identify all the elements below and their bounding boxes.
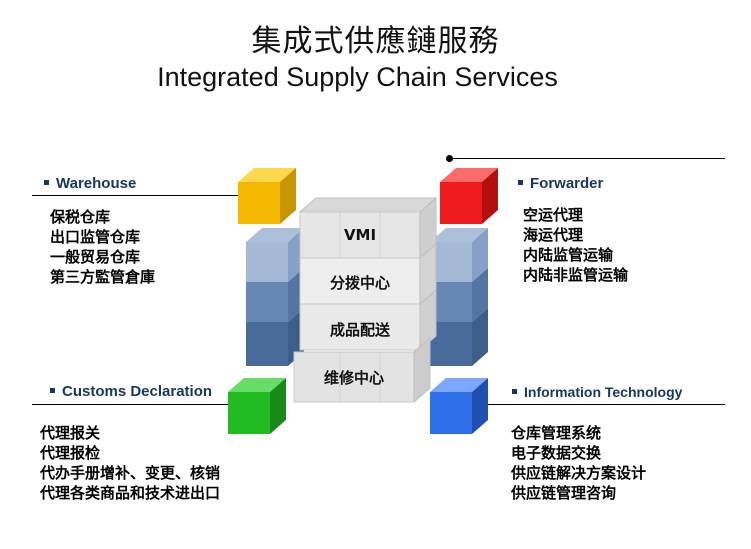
list-item: 仓库管理系统 bbox=[511, 424, 602, 442]
list-item: 出口监管仓库 bbox=[50, 228, 141, 246]
list-item: 代理各类商品和技术进出口 bbox=[40, 484, 221, 502]
forwarder-connector-line bbox=[449, 158, 725, 159]
title-english: Integrated Supply Chain Services bbox=[157, 62, 558, 92]
forwarder-heading: Forwarder bbox=[518, 175, 603, 192]
layer-label-vmi: VMI bbox=[343, 226, 377, 244]
list-item: 代办手册增补、变更、核销 bbox=[40, 464, 221, 482]
bullet-icon bbox=[44, 179, 49, 185]
bullet-icon bbox=[512, 388, 517, 394]
bullet-icon bbox=[50, 387, 55, 393]
list-item: 代理报关 bbox=[40, 424, 101, 442]
warehouse-connector-line bbox=[32, 195, 262, 196]
customs-items: 代理报关 代理报检 代办手册增补、变更、核销 代理各类商品和技术进出口 bbox=[40, 423, 220, 503]
list-item: 保税仓库 bbox=[50, 208, 111, 226]
it-connector-line bbox=[449, 404, 725, 405]
forwarder-cube bbox=[440, 168, 498, 224]
list-item: 一般贸易仓库 bbox=[50, 248, 141, 266]
list-item: 供应链管理咨询 bbox=[511, 484, 617, 502]
list-item: 内陆监管运输 bbox=[523, 246, 614, 264]
list-item: 内陆非监管运输 bbox=[523, 266, 629, 284]
list-item: 供应链解决方案设计 bbox=[511, 464, 647, 482]
list-item: 第三方監管倉庫 bbox=[50, 268, 156, 286]
warehouse-heading: Warehouse bbox=[44, 175, 136, 192]
it-cube bbox=[430, 378, 488, 434]
list-item: 代理报检 bbox=[40, 444, 101, 462]
customs-heading: Customs Declaration bbox=[50, 383, 212, 400]
forwarder-items: 空运代理 海运代理 内陆监管运输 内陆非监管运输 bbox=[523, 205, 628, 285]
layer-label-finished-goods-delivery: 成品配送 bbox=[329, 321, 390, 339]
list-item: 空运代理 bbox=[523, 206, 584, 224]
it-heading: Information Technology bbox=[512, 384, 682, 400]
layer-label-repair-center: 维修中心 bbox=[323, 369, 384, 387]
list-item: 电子数据交换 bbox=[511, 444, 602, 462]
layer-label-distribution-center: 分拨中心 bbox=[329, 274, 390, 292]
forwarder-connector-dot bbox=[446, 155, 453, 162]
customs-connector-line bbox=[32, 404, 258, 405]
warehouse-items: 保税仓库 出口监管仓库 一般贸易仓库 第三方監管倉庫 bbox=[50, 207, 155, 287]
left-blue-column bbox=[246, 228, 304, 366]
warehouse-cube bbox=[238, 168, 296, 224]
list-item: 海运代理 bbox=[523, 226, 584, 244]
right-blue-column bbox=[430, 228, 488, 366]
title-chinese: 集成式供應鏈服務 bbox=[251, 24, 500, 59]
it-items: 仓库管理系统 电子数据交换 供应链解决方案设计 供应链管理咨询 bbox=[511, 423, 646, 503]
bullet-icon bbox=[518, 179, 523, 185]
center-grey-stack bbox=[293, 196, 438, 404]
customs-cube bbox=[228, 378, 286, 434]
